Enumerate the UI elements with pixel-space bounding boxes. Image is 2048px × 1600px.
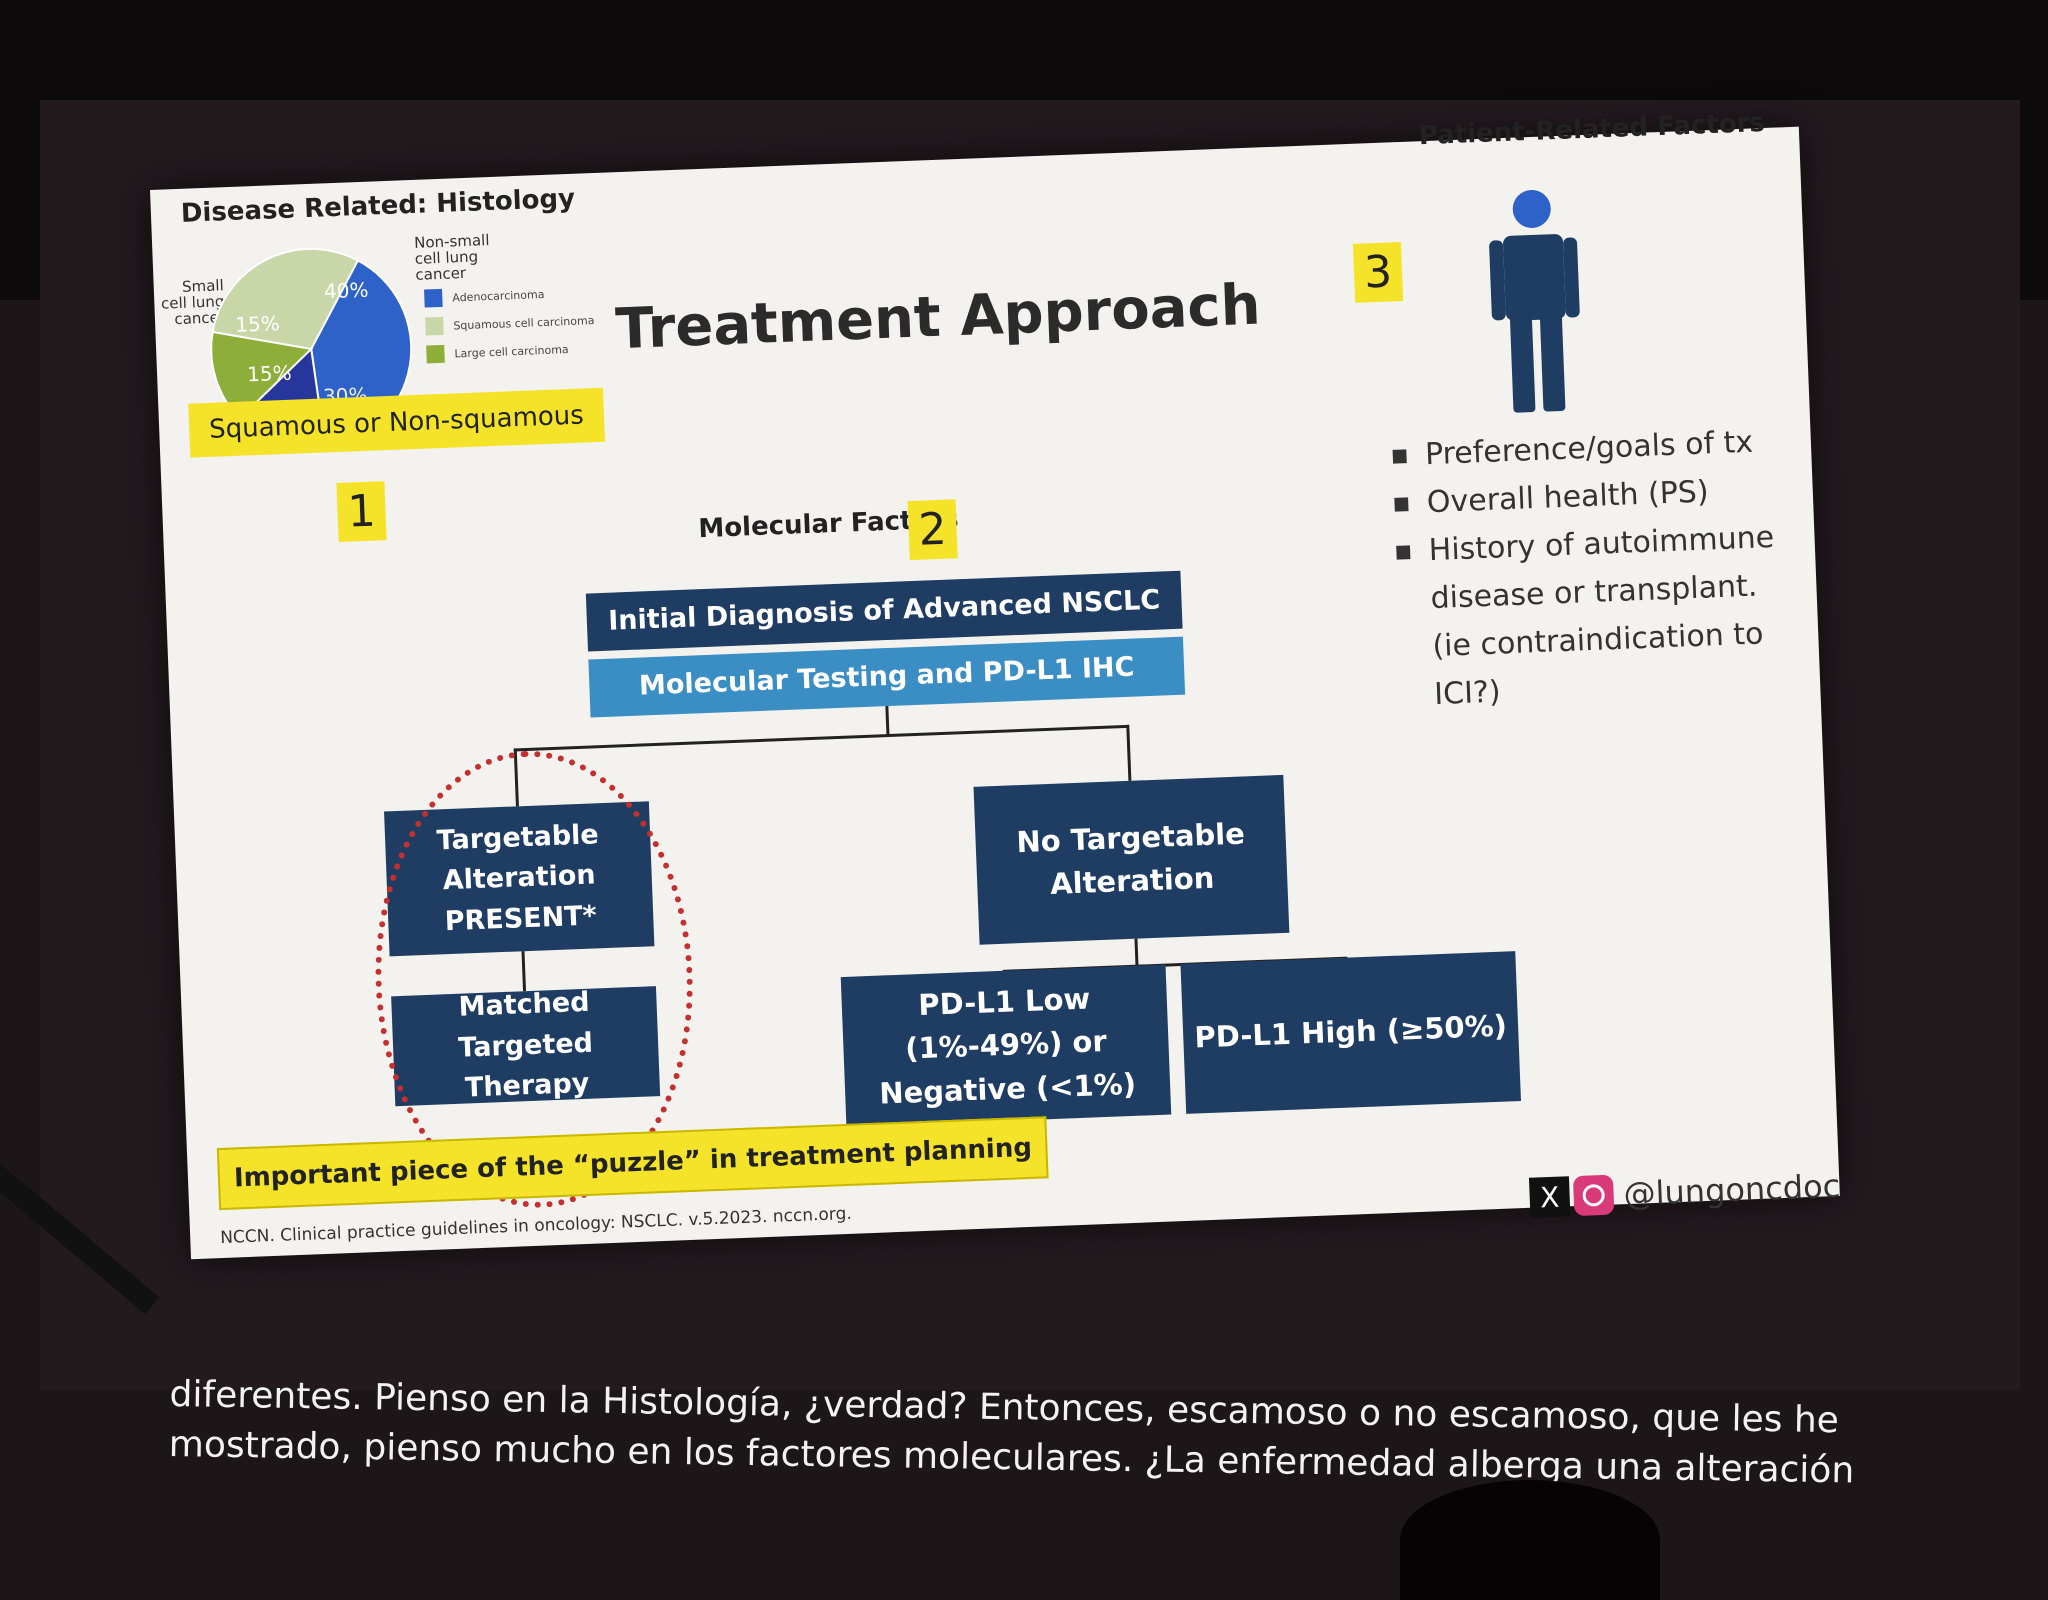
pie-slice	[211, 247, 360, 351]
legend-label: Squamous cell carcinoma	[453, 313, 595, 332]
pie-slice	[238, 346, 327, 408]
legend-label: Adenocarcinoma	[452, 287, 545, 304]
histology-heading: Disease Related: Histology	[180, 183, 576, 229]
connector-line	[1126, 724, 1132, 781]
legend-label: Large cell carcinoma	[454, 342, 569, 360]
number-two-badge: 2	[907, 499, 958, 561]
pie-label-large-cell: 15%	[247, 361, 292, 387]
person-icon	[1489, 189, 1580, 413]
slide-title: Treatment Approach	[614, 272, 1262, 363]
number-one-badge: 1	[336, 481, 387, 543]
pie-slice	[210, 330, 314, 408]
non-small-cell-label: Non-small cell lung cancer	[413, 231, 490, 284]
legend-swatch	[424, 288, 443, 308]
legend-item: Large cell carcinoma	[426, 339, 596, 364]
connector-line	[1134, 938, 1139, 967]
number-three-badge: 3	[1352, 242, 1404, 303]
pdl1-high-box: PD-L1 High (≥50%)	[1180, 951, 1521, 1114]
pie-legend: Adenocarcinoma Squamous cell carcinoma L…	[424, 283, 596, 373]
presentation-slide: Disease Related: Histology Small cell lu…	[150, 108, 1841, 1260]
legend-swatch	[425, 316, 444, 336]
audience-head-silhouette	[1400, 1480, 1660, 1600]
pie-label-adeno: 40%	[324, 278, 369, 304]
bullet-icon: ■	[1392, 492, 1411, 515]
bullet-icon: ■	[1390, 444, 1409, 467]
pdl1-low-box: PD-L1 Low (1%-49%) or Negative (<1%)	[840, 964, 1172, 1127]
x-logo-icon: X	[1528, 1176, 1571, 1218]
bullet-text: History of autoimmune disease or transpl…	[1428, 519, 1775, 713]
list-item: ■ History of autoimmune disease or trans…	[1394, 513, 1801, 720]
pie-label-small-cell: 15%	[235, 311, 280, 337]
legend-swatch	[426, 344, 445, 364]
connector-line	[513, 724, 1129, 752]
handle-text: @lungoncdoc	[1622, 1166, 1841, 1214]
histology-pie-chart: 40% 15% 15% 30%	[202, 240, 418, 408]
instagram-icon	[1572, 1174, 1615, 1217]
legend-item: Adenocarcinoma	[424, 283, 594, 308]
patient-factors-list: ■ Preference/goals of tx ■ Overall healt…	[1390, 417, 1801, 720]
no-targetable-box: No Targetable Alteration	[973, 774, 1290, 945]
legend-item: Squamous cell carcinoma	[425, 311, 595, 336]
connector-line	[885, 706, 890, 737]
